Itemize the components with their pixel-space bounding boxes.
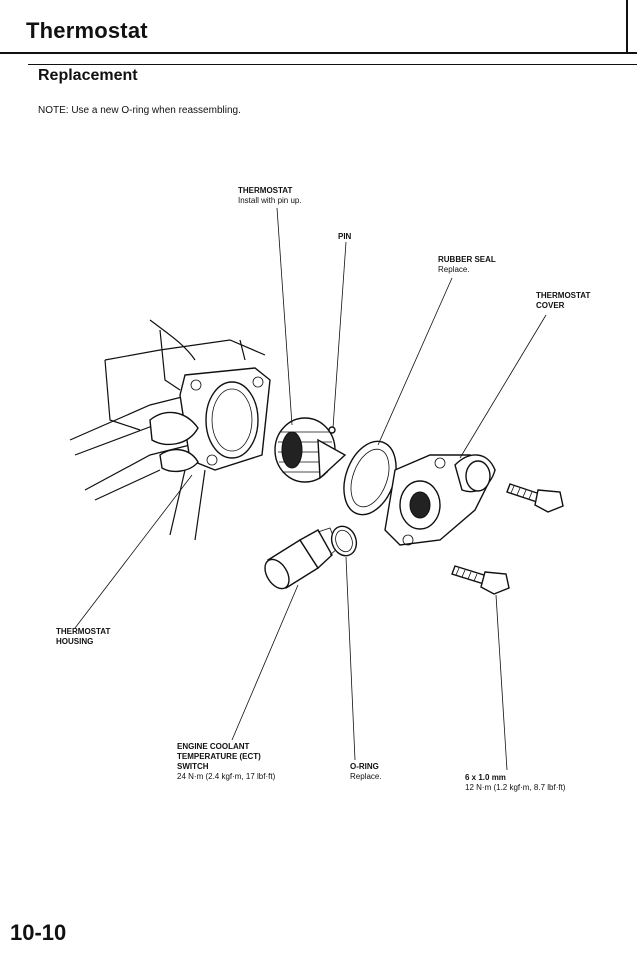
label-ect-torque: 24 N·m (2.4 kgf·m, 17 lbf·ft)	[177, 772, 276, 781]
label-ect-line1: ENGINE COOLANT	[177, 742, 250, 751]
label-rubber-seal: RUBBER SEAL Replace.	[438, 255, 496, 275]
section-title: Replacement	[38, 67, 138, 84]
thermostat-cover-illustration	[384, 454, 496, 546]
label-thermostat-housing: THERMOSTAT HOUSING	[56, 627, 110, 647]
label-thermostat-desc: Install with pin up.	[238, 196, 302, 205]
bolt-upper-illustration	[506, 483, 564, 513]
label-ect-line2: TEMPERATURE (ECT)	[177, 752, 261, 761]
title-rule	[0, 52, 637, 54]
label-housing-line1: THERMOSTAT	[56, 627, 111, 636]
label-thermostat: THERMOSTAT Install with pin up.	[238, 186, 302, 206]
label-o-ring-desc: Replace.	[350, 772, 382, 781]
page-title: Thermostat	[26, 18, 148, 43]
page-number: 10-10	[10, 920, 67, 945]
label-o-ring-name: O-RING	[350, 762, 379, 771]
label-rubber-seal-desc: Replace.	[438, 265, 470, 274]
label-pin-name: PIN	[338, 232, 352, 241]
label-cover-line1: THERMOSTAT	[536, 291, 591, 300]
label-pin: PIN	[338, 232, 351, 242]
ect-switch-illustration	[264, 527, 339, 590]
thermostat-illustration	[274, 417, 347, 483]
label-rubber-seal-name: RUBBER SEAL	[438, 255, 496, 264]
label-o-ring: O-RING Replace.	[350, 762, 382, 782]
label-bolt: 6 x 1.0 mm 12 N·m (1.2 kgf·m, 8.7 lbf·ft…	[465, 773, 565, 793]
o-ring-illustration	[330, 525, 358, 557]
label-bolt-size: 6 x 1.0 mm	[465, 773, 506, 782]
label-ect-line3: SWITCH	[177, 762, 209, 771]
label-bolt-torque: 12 N·m (1.2 kgf·m, 8.7 lbf·ft)	[465, 783, 566, 792]
label-ect-switch: ENGINE COOLANT TEMPERATURE (ECT) SWITCH …	[177, 742, 275, 782]
title-side-rule	[626, 0, 628, 54]
note-text: NOTE: Use a new O-ring when reassembling…	[38, 105, 241, 116]
label-thermostat-name: THERMOSTAT	[238, 186, 293, 195]
label-thermostat-cover: THERMOSTAT COVER	[536, 291, 590, 311]
label-housing-line2: HOUSING	[56, 637, 94, 646]
bolt-lower-illustration	[451, 565, 510, 595]
leader-lines	[74, 207, 547, 771]
thermostat-housing-illustration	[69, 319, 271, 541]
label-cover-line2: COVER	[536, 301, 565, 310]
section-rule	[28, 64, 637, 65]
